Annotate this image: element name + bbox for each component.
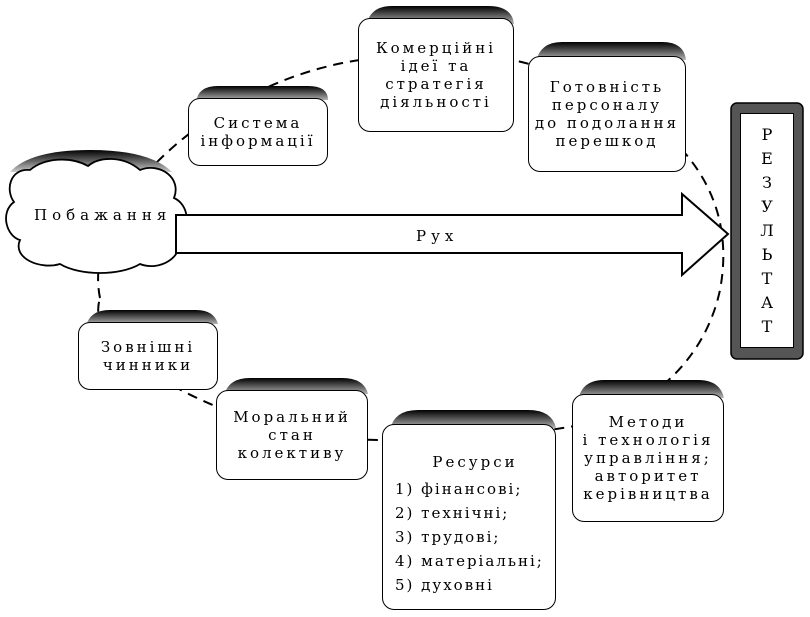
result-letter: А	[760, 292, 774, 312]
resources-title: Ресурси	[432, 453, 518, 471]
node-text: Зовнішні	[100, 338, 196, 356]
node-text: ідеї та	[400, 57, 472, 75]
node-text: управління;	[584, 449, 712, 467]
node-text: Методи	[608, 413, 688, 431]
node-text: Моральний	[233, 408, 351, 426]
result-letter: Е	[761, 148, 773, 168]
wish-cloud	[5, 158, 188, 274]
node-text: Комерційні	[375, 39, 497, 57]
commercial-ideas-box: Комерційні ідеї та стратегія діяльності	[358, 18, 514, 132]
result-box: Р Е З У Л Ь Т А Т	[740, 113, 794, 348]
node-text: перешкод	[555, 132, 659, 150]
resource-item: 4) матеріальні;	[395, 552, 544, 570]
result-letter: Р	[761, 124, 773, 144]
node-text: до подолання	[534, 114, 680, 132]
node-text: Система	[213, 114, 303, 132]
result-letter: У	[761, 196, 773, 216]
information-system-box: Система інформації	[188, 98, 328, 166]
external-factors-box: Зовнішні чинники	[78, 322, 218, 390]
resource-item: 5) духовні	[395, 576, 494, 594]
node-text: стан	[268, 426, 316, 444]
node-text: чинники	[102, 356, 194, 374]
result-letter: Т	[761, 268, 773, 288]
node-text: колективу	[237, 444, 347, 462]
methods-box: Методи і технологія управління; авторите…	[572, 394, 724, 522]
result-letter: Ь	[761, 244, 773, 264]
node-text: і технологія	[582, 431, 714, 449]
result-letter: Л	[760, 220, 774, 240]
node-text: Готовність	[549, 78, 665, 96]
resource-item: 2) технічні;	[395, 504, 510, 522]
node-text: стратегія	[385, 75, 487, 93]
result-letter: Т	[761, 316, 773, 336]
result-letter: З	[762, 172, 772, 192]
wish-label: Побажання	[34, 206, 172, 224]
node-text: персоналу	[551, 96, 663, 114]
node-text: авторитет	[594, 467, 702, 485]
staff-readiness-box: Готовність персоналу до подолання перешк…	[528, 56, 686, 172]
movement-label: Рух	[416, 227, 459, 245]
node-text: керівництва	[583, 485, 713, 503]
resource-item: 1) фінансові;	[395, 480, 523, 498]
resources-box: Ресурси 1) фінансові; 2) технічні; 3) тр…	[382, 424, 556, 610]
moral-state-box: Моральний стан колективу	[216, 390, 368, 480]
node-text: інформації	[200, 132, 316, 150]
resource-item: 3) трудові;	[395, 528, 501, 546]
movement-arrow	[175, 191, 730, 278]
node-text: діяльності	[380, 93, 492, 111]
